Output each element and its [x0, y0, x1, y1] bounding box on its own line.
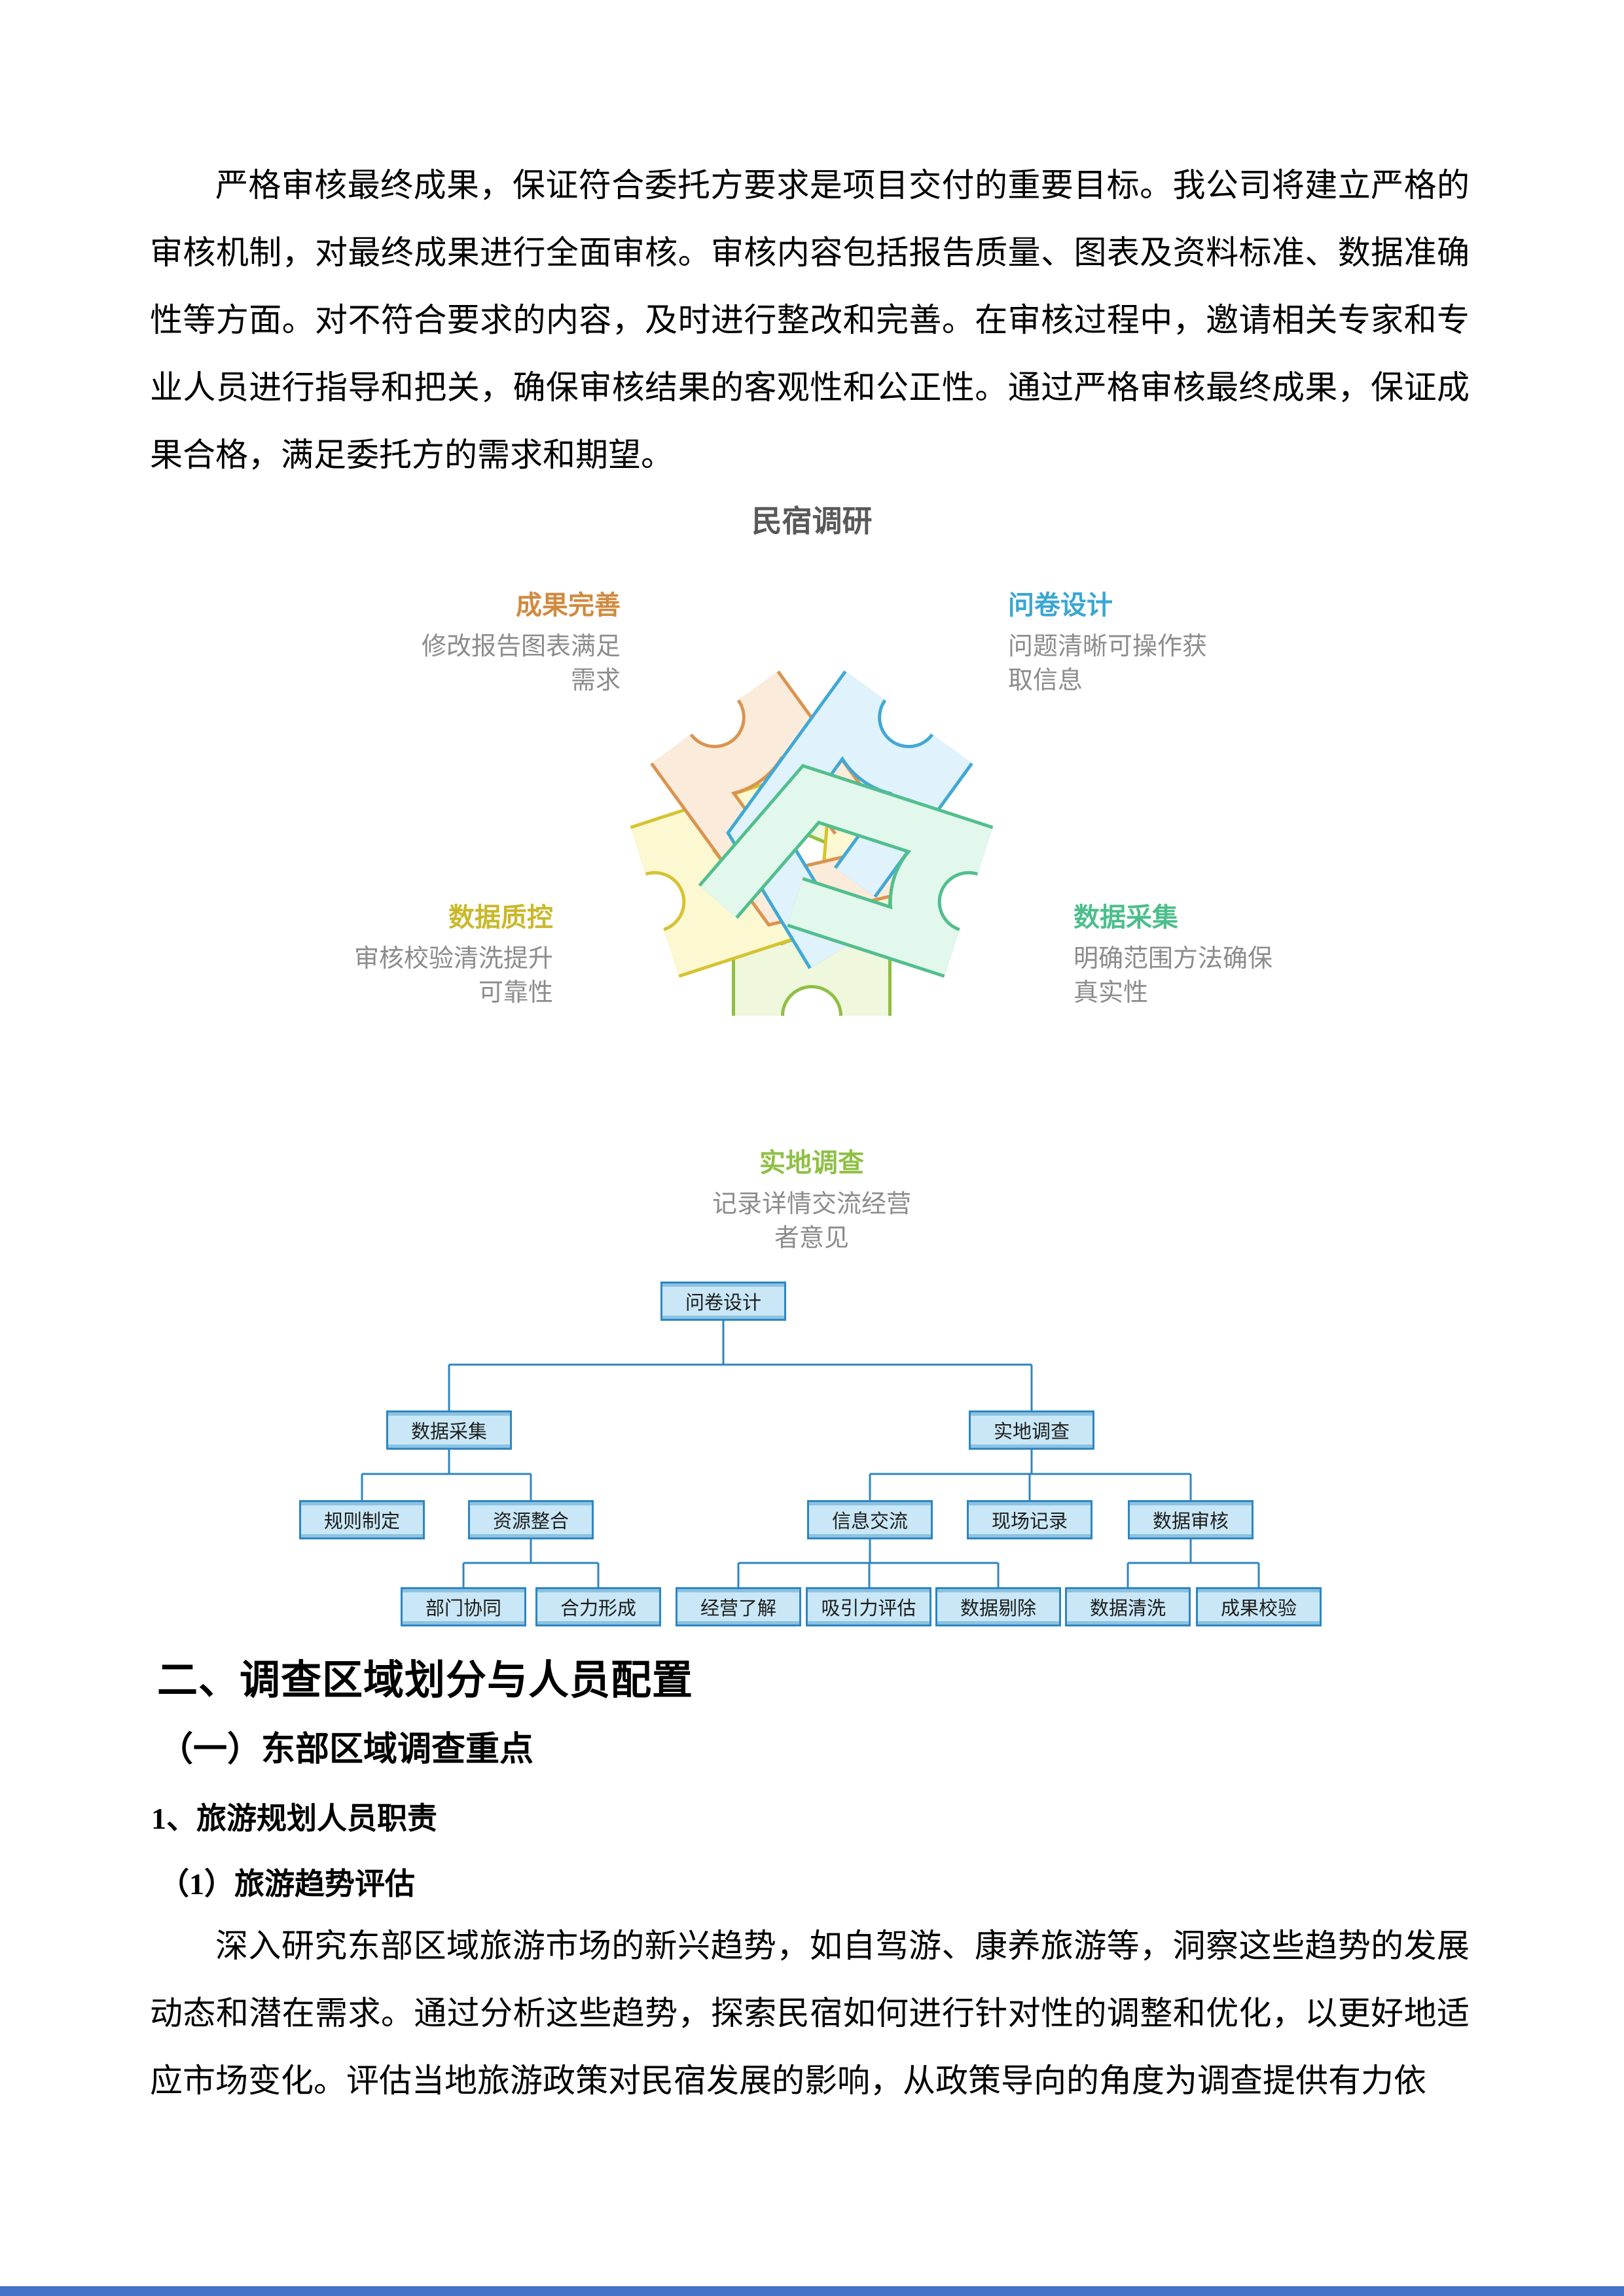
- figure-label-desc: 明确范围方法确保真实性: [1074, 945, 1273, 1007]
- footer-bar: [0, 2286, 1624, 2296]
- org-node: 现场记录: [967, 1500, 1092, 1539]
- org-node: 信息交流: [807, 1500, 933, 1539]
- figure-label-data-qc: 数据质控 审核校验清洗提升可靠性: [353, 900, 553, 1010]
- figure-label-title: 成果完善: [516, 591, 621, 620]
- figure-label-desc: 问题清晰可操作获取信息: [1008, 633, 1208, 694]
- figure-label-questionnaire: 问卷设计 问题清晰可操作获取信息: [1008, 588, 1208, 698]
- org-node: 数据剔除: [935, 1587, 1061, 1626]
- org-node: 部门协同: [401, 1587, 526, 1626]
- org-chart-connectors: [361, 1321, 1260, 1587]
- sub-subsection-heading: 1、旅游规划人员职责: [151, 1802, 437, 1835]
- body-paragraph: 深入研究东部区域旅游市场的新兴趋势，如自驾游、康养旅游等，洞察这些趋势的发展动态…: [150, 1928, 1470, 2099]
- org-node: 经营了解: [676, 1587, 801, 1626]
- figure-label-title: 问卷设计: [1008, 591, 1113, 620]
- org-node: 合力形成: [535, 1587, 661, 1626]
- org-node: 吸引力评估: [806, 1587, 931, 1626]
- org-node: 成果校验: [1196, 1587, 1322, 1626]
- org-node: 数据审核: [1128, 1500, 1254, 1539]
- figure-label-desc: 记录详情交流经营者意见: [712, 1191, 911, 1252]
- figure-label-title: 实地调查: [759, 1149, 864, 1177]
- figure-label-desc: 审核校验清洗提升可靠性: [353, 945, 553, 1007]
- figure-label-data-collect: 数据采集 明确范围方法确保真实性: [1074, 900, 1274, 1010]
- figure-label-field-survey: 实地调查 记录详情交流经营者意见: [712, 1145, 912, 1255]
- subsection-heading: （一）东部区域调查重点: [159, 1731, 534, 1768]
- org-node-root: 问卷设计: [660, 1282, 786, 1321]
- figure-label-title: 数据质控: [448, 903, 553, 932]
- intro-paragraph: 严格审核最终成果，保证符合委托方要求是项目交付的重要目标。我公司将建立严格的审核…: [150, 167, 1470, 473]
- figure-label-title: 数据采集: [1074, 903, 1178, 932]
- figure-label-result-refine: 成果完善 修改报告图表满足需求: [420, 588, 621, 698]
- org-node: 数据采集: [386, 1410, 512, 1450]
- org-node: 资源整合: [468, 1500, 594, 1539]
- section-heading: 二、调查区域划分与人员配置: [157, 1659, 694, 1703]
- org-node: 数据清洗: [1065, 1587, 1191, 1626]
- figure-title: 民宿调研: [751, 504, 873, 538]
- org-node: 规则制定: [299, 1500, 425, 1539]
- figure-label-desc: 修改报告图表满足需求: [421, 633, 621, 694]
- pinwheel-diagram-icon: [550, 589, 1074, 1113]
- org-node: 实地调查: [969, 1410, 1094, 1450]
- item-heading: （1）旅游趋势评估: [159, 1867, 415, 1901]
